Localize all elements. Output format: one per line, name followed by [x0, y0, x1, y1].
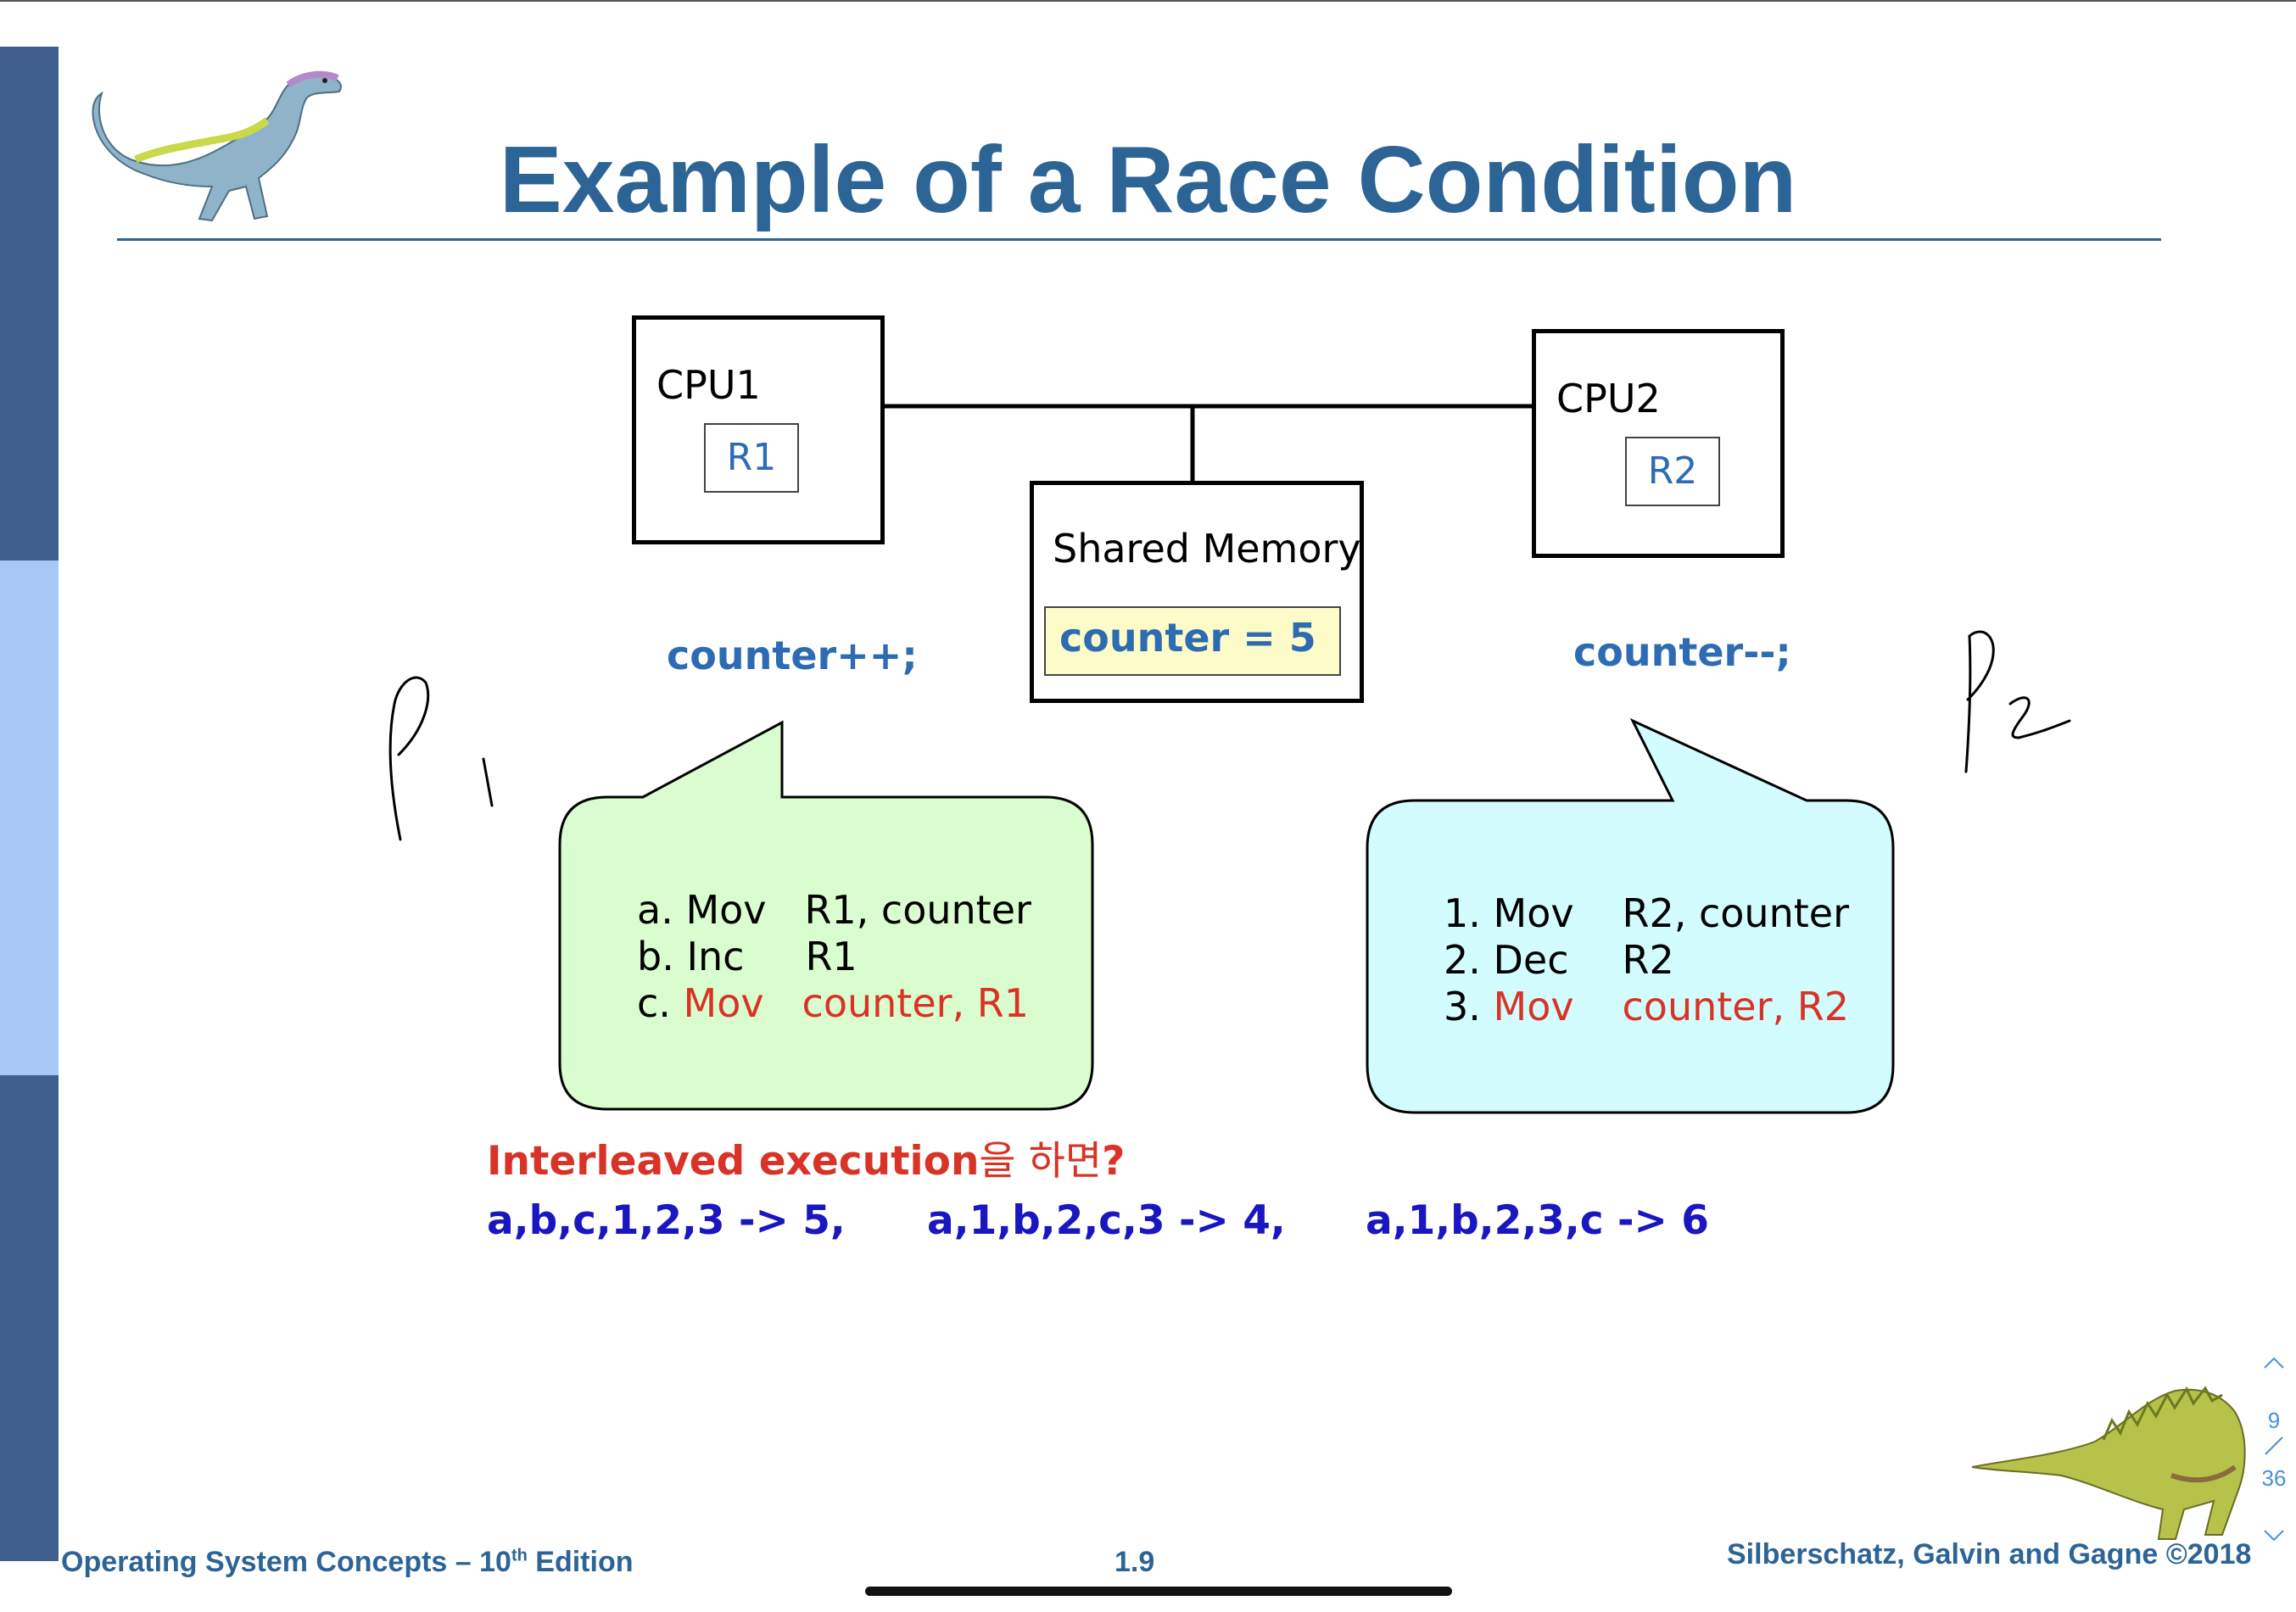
- instr-op: Mov: [683, 980, 764, 1026]
- instr-op: Inc: [686, 934, 745, 979]
- sequence-1: a,b,c,1,2,3 -> 5,: [487, 1197, 846, 1244]
- instr-args: R1: [805, 934, 858, 979]
- footer-authors: Silberschatz, Galvin and Gagne ©2018: [1727, 1538, 2252, 1570]
- speech-bubble-left: [558, 720, 1094, 1111]
- annotation-p1-text: P1: [373, 653, 375, 654]
- handwritten-p2-annotation: P2: [1951, 623, 2071, 773]
- instr-args: counter, R2: [1622, 984, 1849, 1029]
- instr-3: 3. Mov counter, R2: [1444, 984, 1849, 1030]
- footer-left-prefix: Operating System Concepts – 10: [61, 1546, 511, 1578]
- instr-prefix: 1.: [1444, 890, 1494, 936]
- instr-args: counter, R1: [802, 980, 1030, 1026]
- title-underline: [117, 238, 2161, 241]
- footer-book-title: Operating System Concepts – 10th Edition: [61, 1546, 634, 1579]
- interleaved-text-en: Interleaved execution: [487, 1138, 980, 1185]
- annotation-p2-text: P2: [1951, 623, 1952, 624]
- register-r2: R2: [1625, 437, 1720, 506]
- pager-total: 36: [2261, 1465, 2287, 1491]
- counter-value-box: counter = 5: [1044, 606, 1341, 676]
- dinosaur-bottom-icon: [1971, 1386, 2246, 1540]
- cpu1-box: CPU1 R1: [632, 315, 885, 544]
- chevron-up-icon: [2264, 1357, 2284, 1369]
- shared-memory-box: Shared Memory counter = 5: [1030, 481, 1364, 703]
- instr-prefix: c.: [637, 980, 684, 1026]
- code-increment: counter++;: [667, 633, 918, 678]
- speech-bubble-right: [1366, 717, 1895, 1114]
- counter-value: counter = 5: [1059, 615, 1316, 661]
- shared-memory-label: Shared Memory: [1053, 526, 1361, 572]
- chevron-down-icon: [2264, 1530, 2284, 1542]
- instr-prefix: 3.: [1444, 984, 1494, 1029]
- instr-b: b. Inc R1: [637, 934, 1031, 980]
- footer-slide-number: 1.9: [1114, 1546, 1155, 1578]
- sidebar-band-top: [0, 47, 59, 561]
- cpu2-box: CPU2 R2: [1532, 329, 1785, 558]
- cpu2-label: CPU2: [1556, 376, 1661, 421]
- instr-prefix: a.: [637, 887, 686, 933]
- sequence-2: a,1,b,2,c,3 -> 4,: [927, 1197, 1286, 1244]
- home-indicator-bar[interactable]: [865, 1587, 1452, 1596]
- register-r1: R1: [704, 423, 799, 493]
- cpu1-label: CPU1: [656, 362, 761, 408]
- interleaved-text-kr: 을 하면: [979, 1138, 1103, 1185]
- footer-left-suffix: Edition: [527, 1546, 634, 1578]
- instr-prefix: b.: [637, 934, 687, 979]
- dinosaur-logo-icon: [92, 70, 342, 222]
- footer-left-sup: th: [511, 1546, 528, 1565]
- handwritten-p1-annotation: P1: [373, 653, 494, 841]
- sidebar-band-middle: [0, 561, 59, 1075]
- sidebar-band-bottom: [0, 1075, 59, 1561]
- instr-prefix: 2.: [1444, 937, 1494, 983]
- instr-args: R1, counter: [804, 887, 1031, 933]
- interleaved-question: Interleaved execution을 하면?: [487, 1128, 1125, 1186]
- interleaved-mark: ?: [1102, 1138, 1126, 1185]
- bubble-right-instructions: 1. Mov R2, counter 2. Dec R2 3. Mov counter…: [1444, 890, 1849, 1030]
- pager-down-button[interactable]: [2252, 1523, 2296, 1549]
- instr-a: a. Mov R1, counter: [637, 887, 1031, 934]
- instr-args: R2, counter: [1622, 890, 1849, 936]
- sequence-3: a,1,b,2,3,c -> 6: [1366, 1197, 1709, 1244]
- instr-op: Mov: [685, 887, 767, 933]
- instr-op: Dec: [1493, 937, 1569, 983]
- pager-current: 9: [2267, 1408, 2281, 1433]
- instr-op: Mov: [1493, 984, 1574, 1029]
- pager-up-button[interactable]: [2252, 1350, 2296, 1376]
- instr-c: c. Mov counter, R1: [637, 980, 1031, 1027]
- top-border: [0, 0, 2296, 2]
- pager-divider: [2252, 1435, 2296, 1463]
- instr-2: 2. Dec R2: [1444, 937, 1849, 984]
- slide-title: Example of a Race Condition: [499, 127, 1797, 232]
- instr-op: Mov: [1493, 890, 1574, 936]
- code-decrement: counter--;: [1573, 629, 1791, 675]
- instr-args: R2: [1622, 937, 1674, 983]
- instr-1: 1. Mov R2, counter: [1444, 890, 1849, 937]
- bubble-left-instructions: a. Mov R1, counter b. Inc R1 c. Mov counter…: [637, 887, 1031, 1027]
